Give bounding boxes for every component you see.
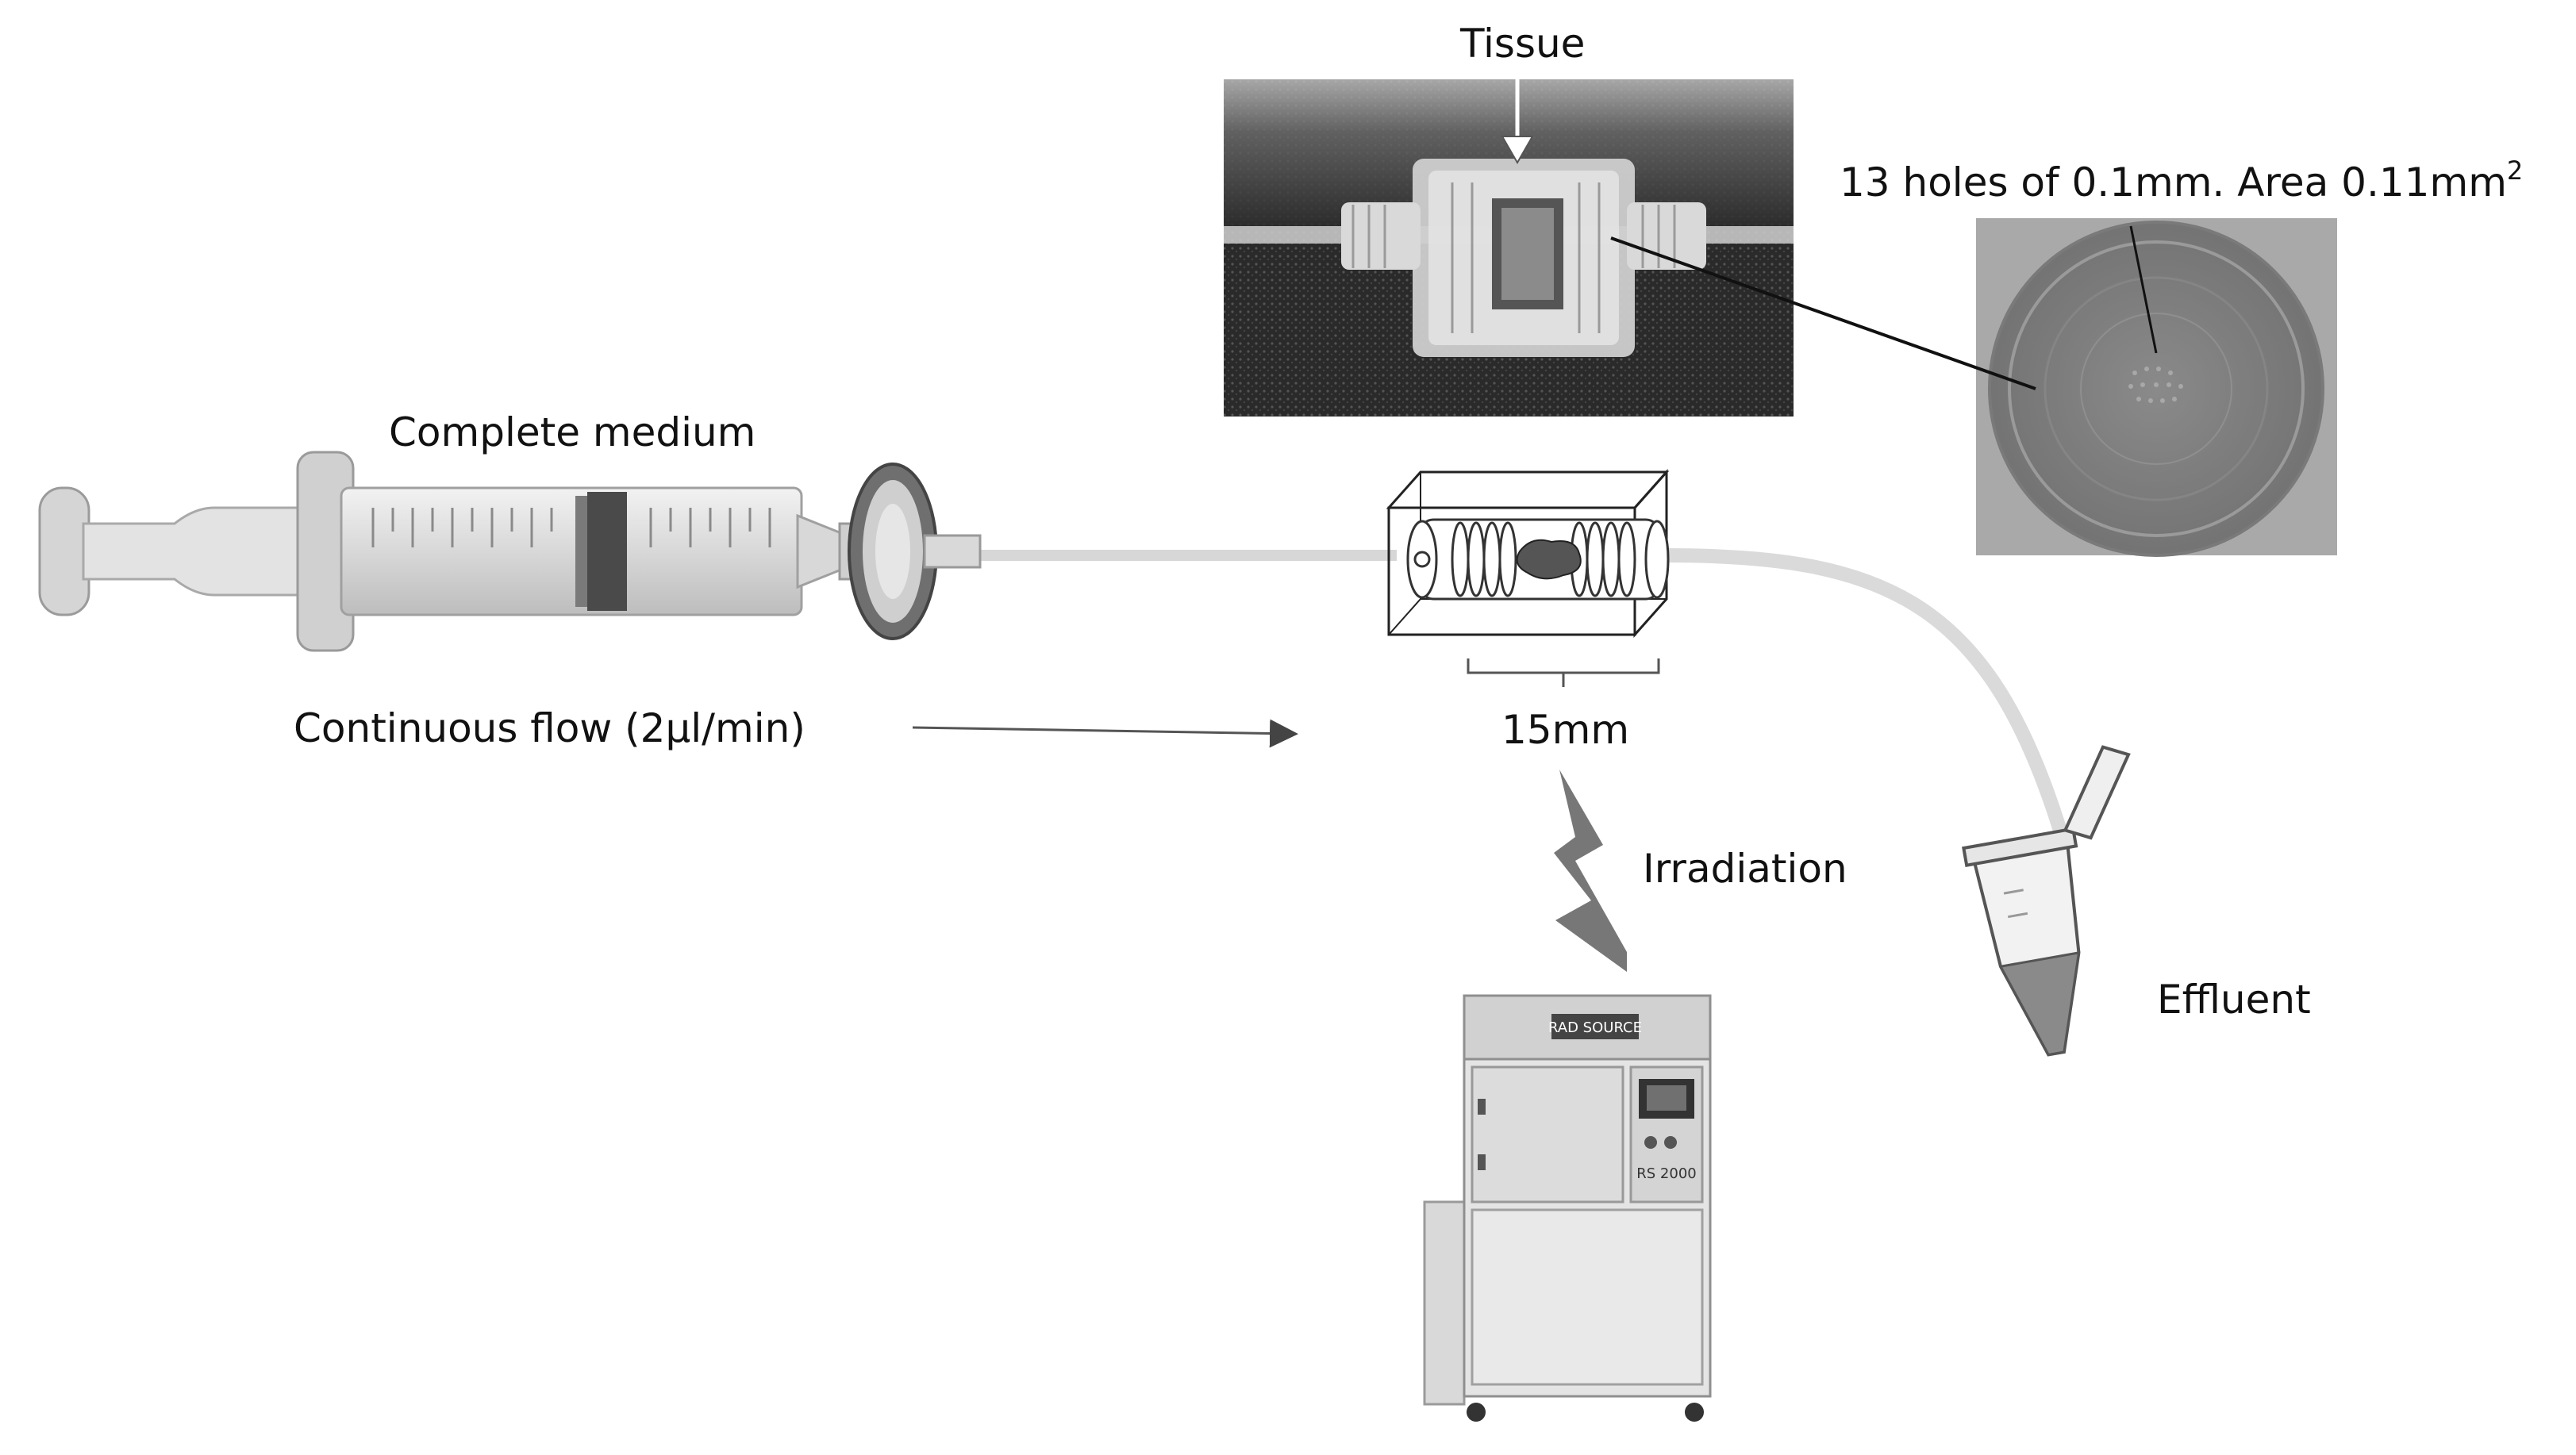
callout-line-plate	[1610, 236, 2036, 390]
length-label: 15mm	[1501, 707, 1630, 753]
holes-label-superscript: 2	[2506, 155, 2524, 186]
length-bracket	[1467, 658, 1660, 687]
continuous-flow-label: Continuous flow (2µl/min)	[294, 705, 805, 751]
filter-icon	[838, 463, 982, 640]
holes-label: 13 holes of 0.1mm. Area 0.11mm2	[1840, 158, 2523, 202]
irradiator-icon: RAD SOURCE RS 2000	[1423, 994, 1712, 1422]
plate-holes	[2128, 367, 2183, 403]
callout-line-holes	[2129, 225, 2158, 354]
tissue-pointer-arrow	[1501, 75, 1534, 165]
holes-label-text: 13 holes of 0.1mm. Area 0.11mm	[1840, 159, 2507, 205]
perforated-plate-photo	[1976, 218, 2337, 557]
tissue-holder-photo	[1224, 79, 1794, 417]
device-model-label: RS 2000	[1636, 1165, 1696, 1182]
flow-arrow	[912, 719, 1298, 748]
tubing	[976, 548, 2070, 843]
tissue-icon	[1516, 539, 1582, 580]
syringe-icon	[38, 451, 843, 652]
effluent-label: Effluent	[2157, 977, 2311, 1023]
tube-icon	[1962, 745, 2131, 1057]
device-brand-label: RAD SOURCE	[1548, 1019, 1642, 1036]
complete-medium-label: Complete medium	[389, 409, 756, 455]
tissue-label: Tissue	[1460, 21, 1586, 67]
lightning-icon	[1554, 770, 1627, 972]
irradiation-label: Irradiation	[1643, 846, 1847, 892]
